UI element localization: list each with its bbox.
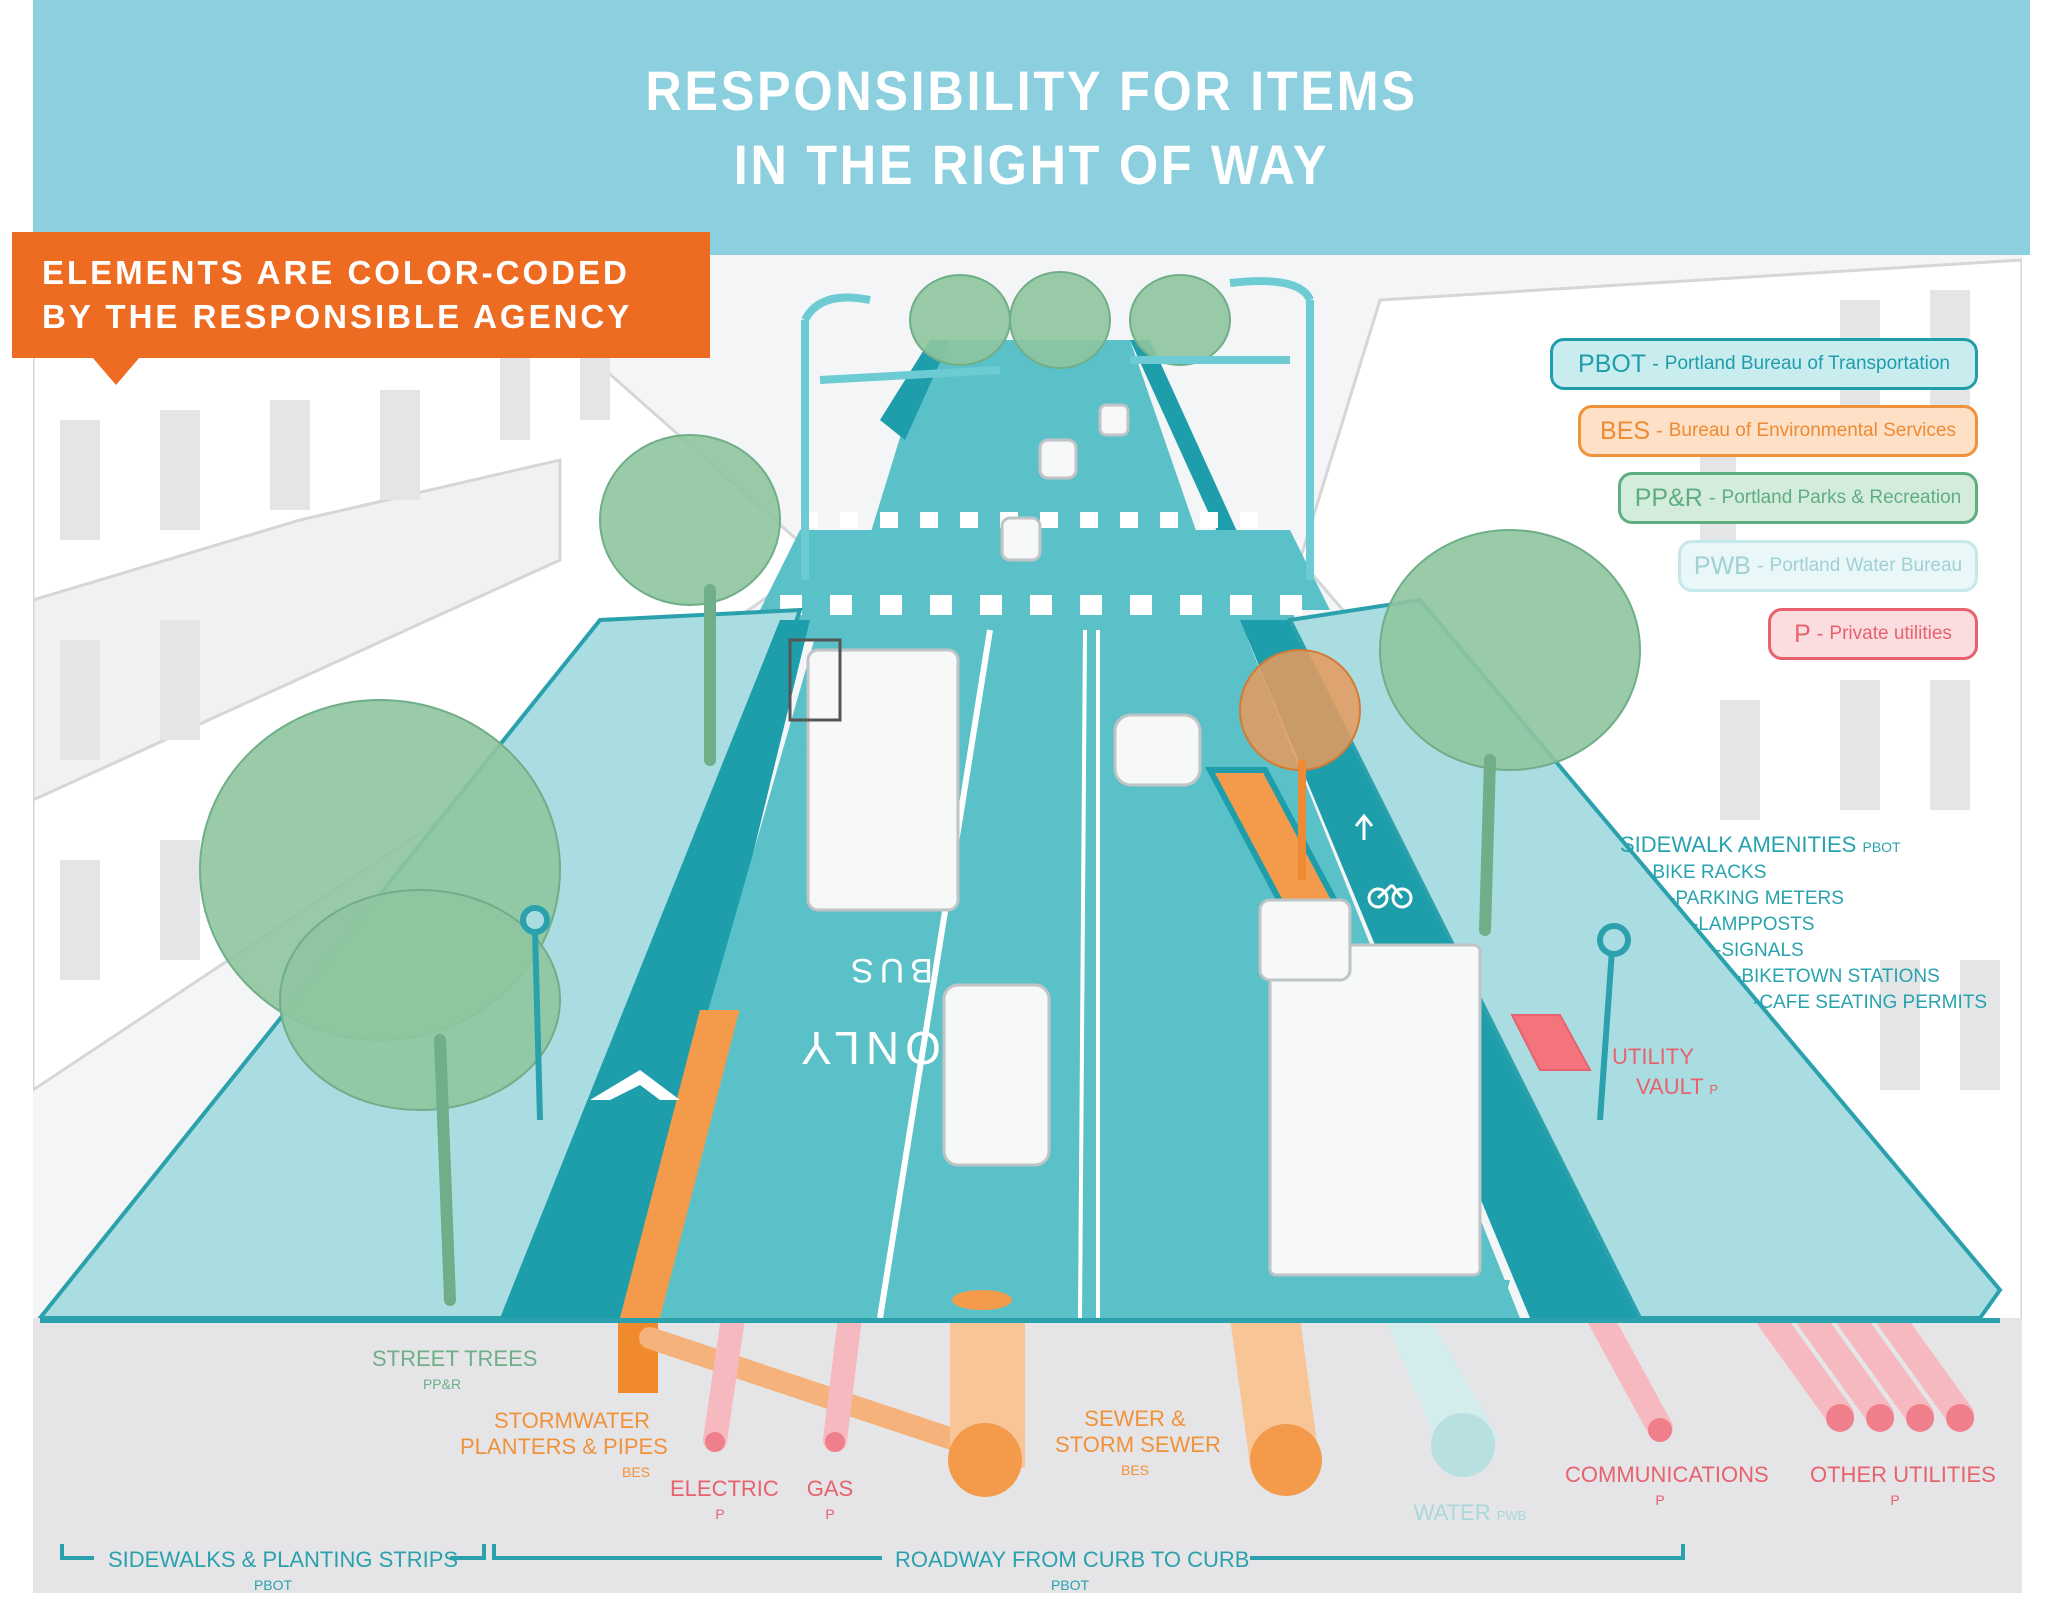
- bracket-tick: [492, 1544, 496, 1560]
- bracket-tick: [1681, 1544, 1685, 1560]
- callout-line-2: BY THE RESPONSIBLE AGENCY: [42, 298, 633, 335]
- underground-utilities-panel: [33, 1304, 2022, 1593]
- page-title-line-1: RESPONSIBILITY FOR ITEMS: [645, 59, 1418, 122]
- callout-pointer: [92, 357, 140, 385]
- amenity-item: -LAMPPOSTS: [1692, 914, 1815, 935]
- page-title-line-2: IN THE RIGHT OF WAY: [733, 133, 1330, 196]
- sidewalk-amenities-heading: SIDEWALK AMENITIES PBOT: [1620, 832, 1901, 857]
- amenity-item: -BIKE RACKS: [1646, 862, 1767, 883]
- amenity-item: -BIKETOWN STATIONS: [1735, 966, 1940, 987]
- car-left: [942, 983, 1051, 1167]
- zone-label-sidewalks: SIDEWALKS & PLANTING STRIPS PBOT: [108, 1547, 459, 1593]
- color-code-callout: ELEMENTS ARE COLOR-CODED BY THE RESPONSI…: [12, 232, 710, 358]
- bracket-line: [60, 1556, 94, 1560]
- bus: [806, 648, 960, 912]
- legend-item-ppr: PP&R-Portland Parks & Recreation: [1618, 472, 1978, 524]
- vehicles: [806, 403, 1482, 1277]
- label-electric: ELECTRIC P: [670, 1476, 779, 1522]
- legend-item-private: P-Private utilities: [1768, 608, 1978, 660]
- amenity-item: -CAFE SEATING PERMITS: [1753, 992, 1988, 1013]
- utility-vault-label: UTILITY VAULT P: [1612, 1044, 1719, 1099]
- amenity-item: -SIGNALS: [1715, 940, 1804, 961]
- stormwater-planter-left: [620, 1010, 745, 1318]
- bracket-line: [492, 1556, 882, 1560]
- manhole-cover: [952, 1290, 1012, 1310]
- bike-lane-symbol-icon: [1354, 813, 1413, 909]
- bracket-tick: [482, 1544, 486, 1560]
- zone-label-roadway: ROADWAY FROM CURB TO CURB PBOT: [895, 1547, 1250, 1593]
- street-trees: [199, 271, 1641, 1111]
- legend-item-pbot: PBOT-Portland Bureau of Transportation: [1550, 338, 1978, 390]
- label-communications: COMMUNICATIONS P: [1565, 1462, 1769, 1508]
- car-right: [1113, 713, 1202, 787]
- legend-item-pwb: PWB-Portland Water Bureau: [1678, 540, 1978, 592]
- amenity-item: -PARKING METERS: [1669, 888, 1844, 909]
- utility-vault: [1510, 1014, 1592, 1071]
- bike-lane-left: [500, 620, 810, 1318]
- lampposts: [520, 905, 1631, 1121]
- road-marking-only: ONLY: [795, 1022, 941, 1074]
- pickup: [1258, 898, 1352, 982]
- callout-line-1: ELEMENTS ARE COLOR-CODED: [42, 254, 630, 291]
- bike-chevron-icon: [590, 1070, 680, 1100]
- bracket-line: [1250, 1556, 1684, 1560]
- title-bar: RESPONSIBILITY FOR ITEMS IN THE RIGHT OF…: [33, 0, 2030, 255]
- label-stormwater: STORMWATER PLANTERS & PIPES BES: [460, 1408, 668, 1480]
- box-truck: [1268, 943, 1482, 1277]
- label-sewer: SEWER & STORM SEWER BES: [1055, 1406, 1221, 1478]
- bracket-tick: [60, 1544, 64, 1560]
- bus-shelter: [788, 638, 842, 722]
- bracket-line: [450, 1556, 484, 1560]
- label-gas: GAS P: [806, 1476, 854, 1522]
- road-marking-bus: BUS: [845, 951, 933, 989]
- label-water: WATER PWB: [1413, 1500, 1527, 1525]
- bes-tree: [1239, 649, 1361, 771]
- label-other-utilities: OTHER UTILITIES P: [1810, 1462, 1996, 1508]
- label-street-trees: STREET TREES PP&R: [372, 1346, 538, 1392]
- signal-poles: [801, 277, 1314, 580]
- legend-item-bes: BES-Bureau of Environmental Services: [1578, 405, 1978, 457]
